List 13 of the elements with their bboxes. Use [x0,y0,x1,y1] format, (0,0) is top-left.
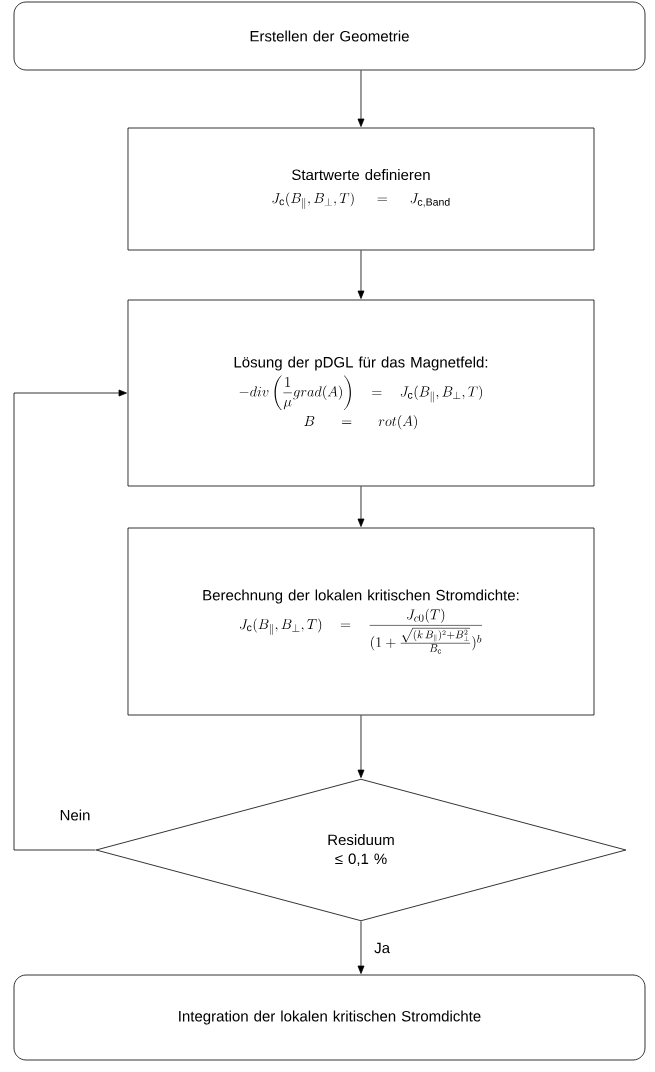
process-box: Lösung der pDGL für das Magnetfeld: $-div\left(\frac{1}{\mu}grad(A)\right)=J_{\mathrm{c}}(B_{\parallel},B_{\perp},T)$ $B=rot(A)$ [127,299,595,487]
process-box: Berechnung der lokalen kritischen Stromdichte: $J_{\mathrm{c}}(B_{\parallel},B_{\perp},T)=\frac{J_{c0}(T)}{(1+\frac{\sqrt{(k\,B_{\parallel})^2+B_{\perp}^2}}{B_{\mathrm{c}}})^b}$ [127,527,595,716]
arrow [357,486,365,527]
arrow [357,920,365,974]
process-box: Startwerte definieren $J_{\mathrm{c}}(B_{\parallel},B_{\perp},T)=J_{\mathrm{c,Band}}$ [127,127,595,251]
arrow [357,70,365,127]
edge-label: Nein [60,809,90,821]
arrow [13,389,127,851]
edge-label: Ja [374,942,391,954]
start-box: Erstellen der Geometrie [13,1,646,71]
end-box: Integration der lokalen kritischen Stromdichte [13,974,646,1061]
arrow [357,715,365,778]
arrow [357,250,365,299]
